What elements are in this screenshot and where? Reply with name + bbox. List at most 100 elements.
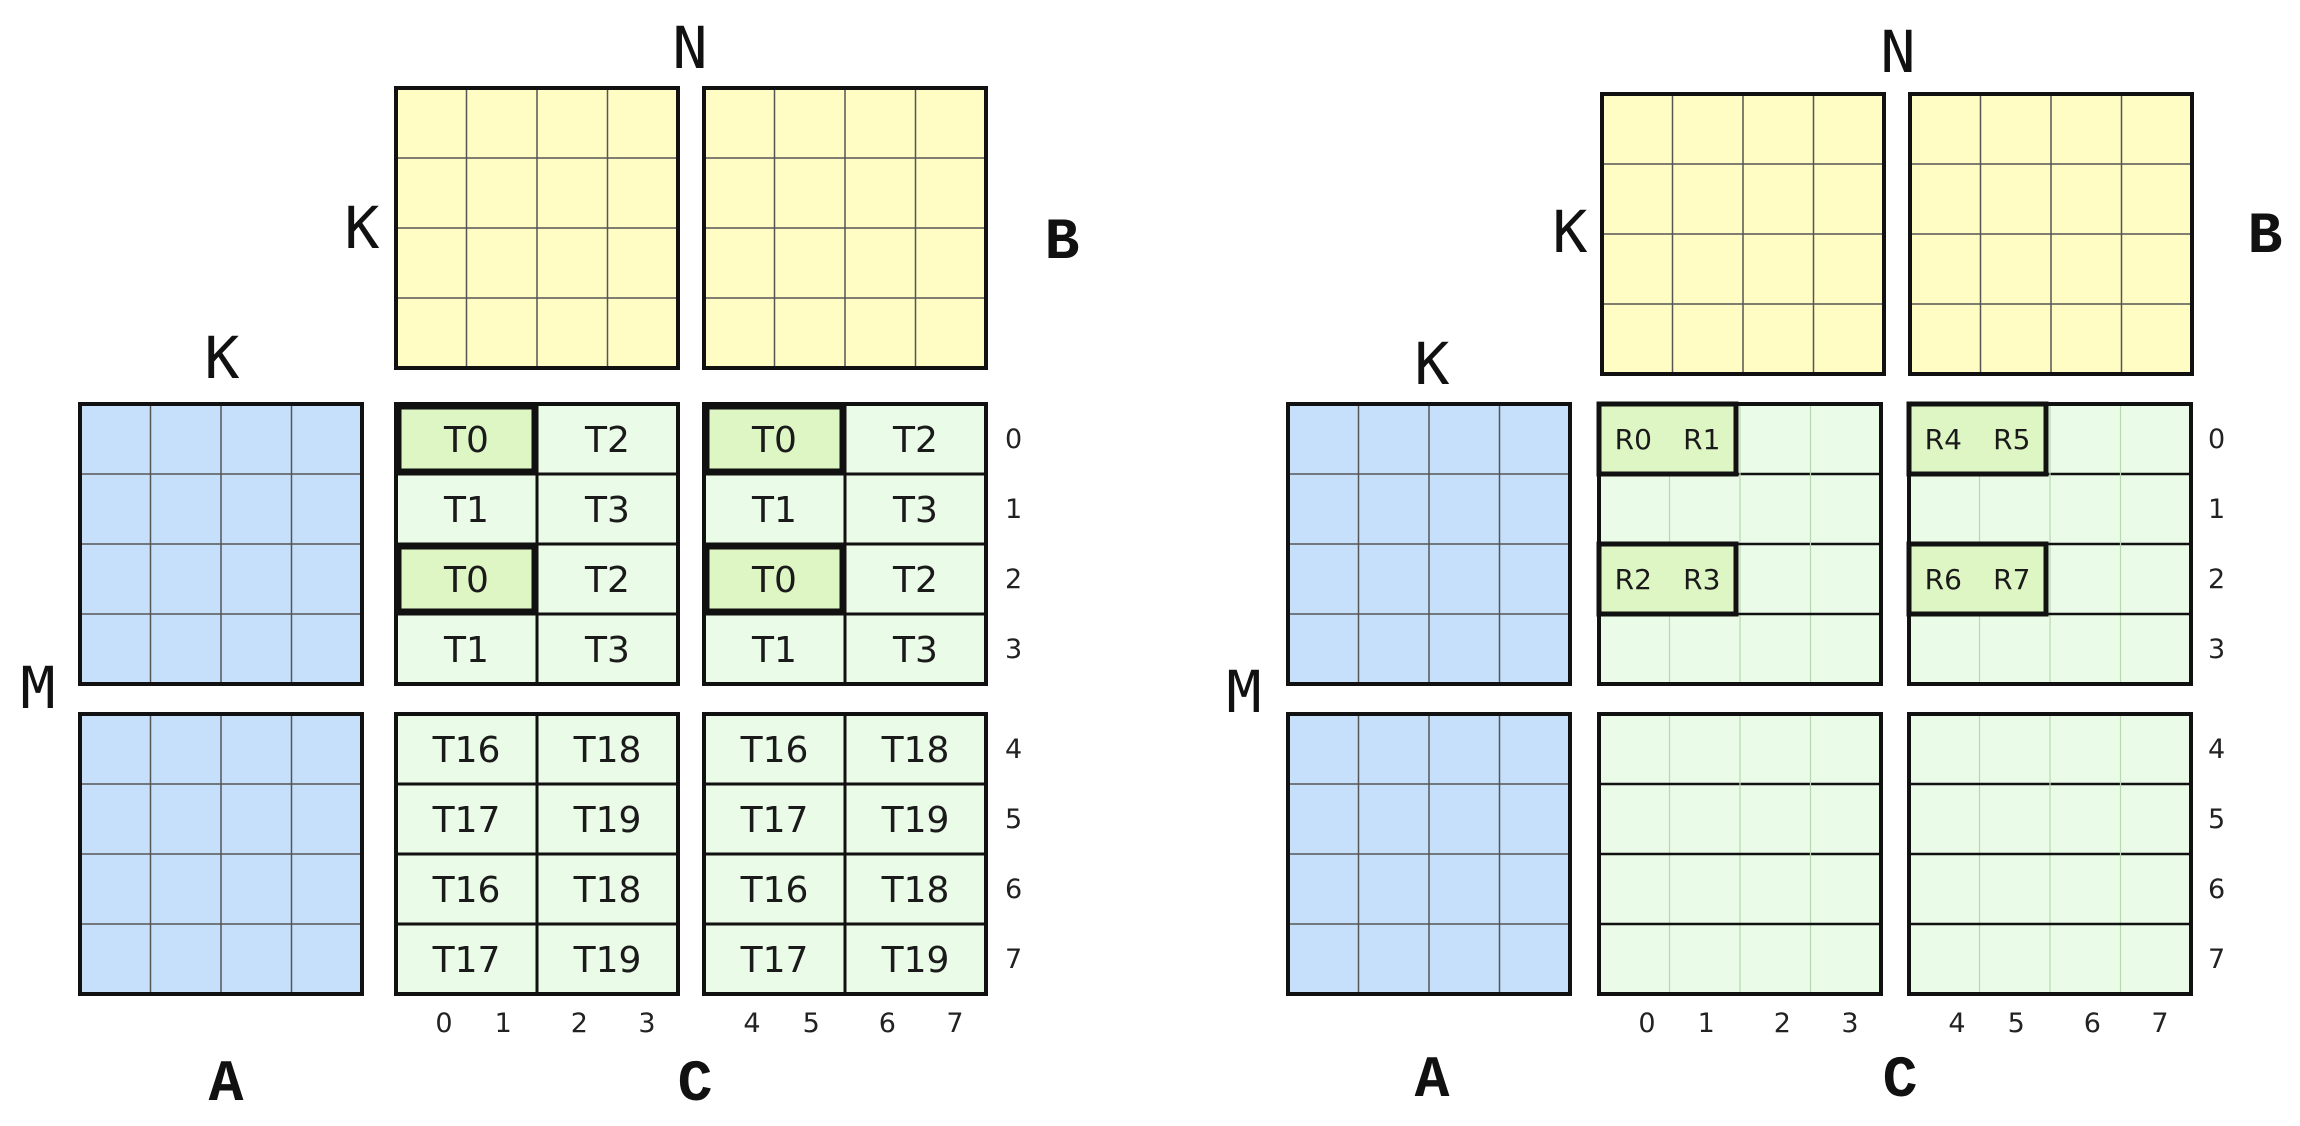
label-k-a-left: K (205, 324, 240, 392)
thread-cell: T1 (702, 472, 847, 546)
label-m-right: M (1227, 658, 1262, 726)
a-block (78, 402, 364, 686)
label-a-left: A (209, 1053, 244, 1118)
column-tick: 6 (879, 1008, 896, 1039)
thread-cell: T17 (702, 782, 847, 856)
label-n-right: N (1881, 18, 1916, 86)
thread-label: T17 (432, 940, 501, 981)
highlight-border (396, 404, 537, 474)
thread-label: T2 (584, 420, 630, 461)
b-block (1600, 92, 1886, 376)
thread-label: T19 (881, 940, 950, 981)
row-tick: 0 (2208, 424, 2225, 455)
thread-cell: T2 (535, 402, 680, 476)
label-b-left: B (1045, 211, 1080, 276)
row-tick: 6 (1005, 874, 1022, 905)
thread-cell: T3 (843, 472, 988, 546)
c-block (1907, 712, 2193, 996)
column-tick: 7 (946, 1008, 963, 1039)
row-tick: 3 (1005, 634, 1022, 665)
label-n-left: N (673, 14, 708, 82)
column-tick: 1 (495, 1008, 512, 1039)
thread-label: T18 (573, 870, 642, 911)
thread-cell: T0 (394, 542, 539, 616)
row-tick: 7 (2208, 944, 2225, 975)
column-tick: 5 (803, 1008, 820, 1039)
row-tick: 2 (1005, 564, 1022, 595)
thread-cell: T0 (702, 542, 847, 616)
thread-label: T17 (740, 800, 809, 841)
label-k-b-left: K (345, 194, 380, 262)
register-label: R7 (1993, 563, 2030, 596)
row-tick: 5 (1005, 804, 1022, 835)
highlight-border (396, 544, 537, 614)
thread-cell: T16 (702, 852, 847, 926)
thread-label: T1 (443, 630, 489, 671)
thread-cell: T18 (843, 712, 988, 786)
register-label: R6 (1925, 563, 1962, 596)
column-tick: 3 (638, 1008, 655, 1039)
row-tick: 1 (2208, 494, 2225, 525)
thread-cell: T18 (843, 852, 988, 926)
label-a-right: A (1415, 1049, 1450, 1114)
thread-cell: T1 (394, 472, 539, 546)
register-label: R3 (1683, 563, 1720, 596)
label-c-right: C (1883, 1049, 1918, 1114)
thread-label: T19 (573, 800, 642, 841)
label-k-b-right: K (1553, 198, 1588, 266)
thread-cell: T2 (535, 542, 680, 616)
thread-cell: T0 (394, 402, 539, 476)
thread-label: T1 (751, 630, 797, 671)
row-tick: 0 (1005, 424, 1022, 455)
thread-label: T3 (584, 490, 630, 531)
register-label: R4 (1925, 423, 1962, 456)
a-block (1286, 712, 1572, 996)
thread-label: T16 (432, 730, 501, 771)
row-tick: 7 (1005, 944, 1022, 975)
thread-cell: T0 (702, 402, 847, 476)
thread-label: T1 (443, 490, 489, 531)
thread-label: T16 (740, 730, 809, 771)
thread-label: T3 (892, 490, 938, 531)
thread-cell: T3 (535, 472, 680, 546)
thread-label: T3 (892, 630, 938, 671)
thread-label: T16 (740, 870, 809, 911)
row-tick: 1 (1005, 494, 1022, 525)
matrix-a-left (78, 402, 364, 996)
thread-label: T0 (751, 560, 797, 601)
matrix-b-right (1600, 92, 2194, 376)
thread-cell: T17 (394, 922, 539, 996)
row-tick: 5 (2208, 804, 2225, 835)
thread-label: T18 (881, 730, 950, 771)
thread-label: T18 (573, 730, 642, 771)
thread-label: T1 (751, 490, 797, 531)
column-tick: 0 (435, 1008, 452, 1039)
thread-label: T19 (573, 940, 642, 981)
thread-cell: T2 (843, 542, 988, 616)
thread-label: T17 (740, 940, 809, 981)
thread-cell: T16 (702, 712, 847, 786)
thread-label: T17 (432, 800, 501, 841)
label-c-left: C (678, 1053, 713, 1118)
thread-cell: T19 (843, 782, 988, 856)
row-tick: 6 (2208, 874, 2225, 905)
row-tick: 4 (2208, 734, 2225, 765)
thread-label: T2 (892, 560, 938, 601)
thread-cell: T19 (535, 782, 680, 856)
thread-cell: T18 (535, 712, 680, 786)
register-label: R5 (1993, 423, 2030, 456)
column-tick: 1 (1698, 1008, 1715, 1039)
thread-label: T0 (443, 560, 489, 601)
thread-cell: T2 (843, 402, 988, 476)
thread-cell: T3 (843, 612, 988, 686)
register-group: R6 R7 (1906, 541, 2049, 617)
column-tick: 0 (1638, 1008, 1655, 1039)
label-k-a-right: K (1415, 330, 1450, 398)
